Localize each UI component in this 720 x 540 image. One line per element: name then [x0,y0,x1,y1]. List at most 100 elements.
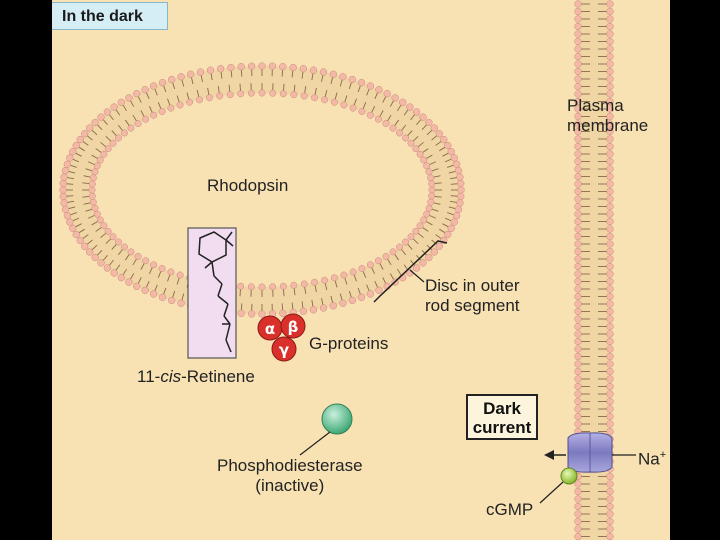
plasma-membrane-label: Plasma membrane [567,96,648,136]
disc-inner-lipid-head [93,162,101,170]
plasma-lipid-head [574,135,582,143]
disc-outer-lipid-head [141,86,149,94]
disc-outer-lipid-head [103,264,111,272]
disc-inner-lipid-head [100,222,108,230]
dark-current-box: Dark current [466,394,538,440]
disc-outer-lipid-head [237,309,245,317]
plasma-lipid-head [574,202,582,211]
disc-inner-lipid-head [226,91,234,99]
plasma-lipid-head [574,0,582,8]
plasma-lipid-head [574,487,582,496]
disc-outer-lipid-head [117,98,125,106]
disc-outer-lipid-head [279,309,287,317]
plasma-lipid-head [574,532,582,540]
disc-inner-lipid-head [330,274,338,282]
plasma-lipid-head [574,412,582,421]
disc-inner-lipid-head [142,257,150,265]
plasma-lipid-head [606,67,614,76]
plasma-lipid-head [606,180,614,188]
disc-outer-lipid-head [391,94,399,102]
plasma-lipid-head [606,397,614,406]
disc-inner-lipid-head [109,139,117,147]
disc-outer-lipid-head [299,65,308,73]
disc-outer-lipid-head [319,304,328,312]
plasma-lipid-head [574,352,582,361]
disc-bracket-callout [409,269,425,283]
disc-inner-lipid-head [416,222,424,230]
plasma-lipid-head [574,112,582,121]
disc-outer-lipid-head [247,310,256,318]
plasma-lipid-head [574,15,582,23]
plasma-lipid-head [574,217,582,226]
disc-outer-lipid-head [110,269,118,277]
plasma-lipid-head [574,382,582,391]
dark-current-arrowhead [544,450,554,460]
disc-outer-lipid-head [456,173,464,181]
disc-inner-lipid-head [423,162,431,170]
disc-outer-lipid-head [444,230,452,239]
plasma-lipid-head [606,427,614,436]
plasma-lipid-head [574,315,582,323]
disc-outer-lipid-head [168,75,176,84]
plasma-lipid-head [574,52,582,61]
disc-inner-lipid-head [349,104,357,112]
disc-inner-lipid-head [269,89,277,97]
disc-outer-lipid-head [59,186,67,194]
plasma-lipid-head [606,517,614,526]
plasma-lipid-head [606,45,614,53]
disc-outer-lipid-head [66,218,74,226]
retinene-italic: cis [160,367,182,386]
plasma-lipid-head [606,247,614,256]
plasma-lipid-head [606,37,614,46]
plasma-lipid-head [574,67,582,76]
disc-inner-lipid-head [396,243,403,251]
disc-outer-lipid-head [413,264,421,272]
disc-inner-lipid-head [407,233,415,241]
sodium-charge: + [659,449,667,461]
disc-outer-lipid-head [419,113,427,121]
disc-inner-lipid-head [300,280,308,288]
disc-outer-lipid-head [425,253,433,262]
gamma-symbol: γ [279,341,289,359]
retinene-prefix: 11- [137,367,161,386]
plasma-lipid-head [606,0,614,8]
g-protein-beta [280,313,306,339]
disc-inner-lipid-head [290,281,298,289]
disc-outer-lipid-head [399,98,407,106]
disc-inner-lipid-head [115,134,122,142]
plasma-lipid-head [606,255,614,263]
cgmp-molecule [560,467,578,485]
disc-outer-lipid-head [177,299,185,307]
disc-outer-lipid-head [81,130,89,138]
g-proteins-label: G-proteins [309,334,389,353]
disc-inner-lipid-head [321,96,329,104]
disc-inner-lipid-head [425,168,433,176]
plasma-lipid-head [606,262,614,271]
plasma-lipid-head [574,180,582,188]
plasma-lipid-head [574,397,582,406]
alpha-symbol: α [265,320,275,338]
plasma-lipid-head [606,472,614,481]
disc-outer-lipid-head [196,68,205,76]
plasma-lipid-head [606,420,614,428]
disc-inner-lipid-head [420,156,428,164]
pde-label-line1: Phosphodiesterase [217,456,363,475]
disc-outer-lipid-head [59,192,67,201]
plasma-lipid-head [606,75,614,83]
disc-inner-lipid-head [416,150,424,158]
disc-outer-lipid-head [247,62,256,70]
plasma-lipid-head [606,30,614,38]
retinene-label: 11-cis-Retinene [137,367,255,387]
disc-outer-lipid-head [289,63,297,72]
disc-inner-lipid-head [88,180,96,188]
plasma-lipid-head [574,502,582,511]
g-protein-complex: α β γ [257,313,306,362]
plasma-lipid-head [606,135,614,143]
title-box: In the dark [52,2,168,30]
plasma-lipid-head [574,37,582,46]
disc-outer-lipid-head [76,135,84,144]
plasma-lipid-head [574,405,582,413]
disc-inner-lipid-head [382,120,390,128]
dark-current-line2: current [472,418,532,437]
plasma-lipid-head [574,172,582,181]
